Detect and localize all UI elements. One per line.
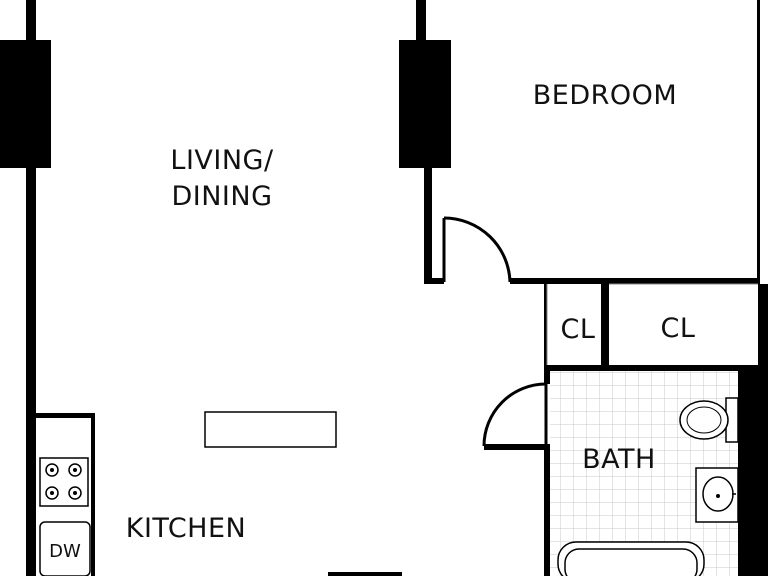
living-label-line2: DINING [171,181,272,212]
toilet-icon [679,397,739,443]
bottom-wall-segment [328,572,402,576]
living-label-line1: LIVING/ [170,145,274,176]
sink-icon [695,467,739,523]
left-exterior-wall [26,0,36,576]
stove-icon [39,457,89,507]
right-exterior-wall-thin [757,0,760,284]
right-wall-closet [758,284,768,366]
bath-door-swing [482,382,547,447]
bathtub-icon [557,541,705,576]
dishwasher-box [39,521,91,576]
bath-label: BATH [582,444,656,475]
middle-window [399,40,451,168]
door-jamb-left [424,278,444,284]
kitchen-island [204,411,337,448]
kitchen-label: KITCHEN [126,513,247,544]
bath-right-wall [738,366,768,528]
partition-wall-lower [424,168,432,284]
dishwasher-label: DW [49,541,81,562]
bath-left-wall-top [544,366,550,384]
closet-divider [601,284,609,366]
doors [442,216,548,447]
closet-outlines [546,283,758,365]
fixtures [39,397,739,576]
bath-door-jamb [484,444,550,450]
closet-label-1: CL [561,314,596,345]
kitchen-counter-top-wall [36,413,95,418]
bath-left-wall-bottom [544,444,550,576]
left-window [0,40,51,168]
closet-bottom-wall [545,365,758,371]
bedroom-bottom-wall [510,278,758,284]
bedroom-label: BEDROOM [533,80,677,111]
room-labels: LIVING/ DINING BEDROOM CL CL BATH KITCHE… [49,80,695,562]
closet-left-wall [544,284,547,366]
bedroom-door-swing [443,216,512,283]
closet-label-2: CL [661,313,696,344]
partition-wall-upper [416,0,426,40]
kitchen-counter-side-wall [91,413,95,576]
